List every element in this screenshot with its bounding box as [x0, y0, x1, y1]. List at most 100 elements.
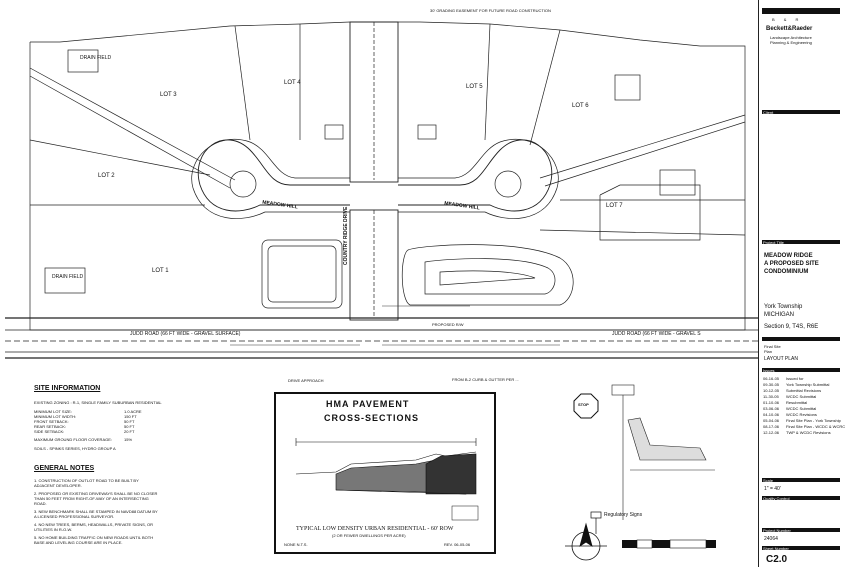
drive-approach-label: DRIVE APPROACH [288, 378, 324, 383]
title-block-bar [762, 496, 840, 500]
title-block-bar [762, 337, 840, 341]
detention-area-east [401, 244, 574, 306]
general-note-line: BASE AND LEVELING COURSE ARE IN PLACE. [34, 540, 123, 545]
drain-field-lot1 [44, 267, 86, 294]
title-block-bar [762, 8, 840, 14]
site-info-row-value: 50 FT [124, 419, 135, 424]
project-title-2: A PROPOSED SITE [764, 261, 819, 267]
detention-area-west [261, 239, 343, 309]
general-notes-heading: GENERAL NOTES [34, 465, 95, 472]
firm-logo-letters: B & R [772, 17, 803, 22]
issue-date: 03-06-06 [763, 406, 780, 411]
sheet-number-label: Sheet Number [763, 546, 789, 551]
regulatory-signs-label: Regulatory Signs [604, 512, 643, 518]
site-info-row-value: 150 FT [124, 414, 137, 419]
detail-rev-note: REV. 06-05-06 [444, 542, 471, 547]
drain-field-label-lot1: DRAIN FIELD [52, 274, 84, 280]
project-title-3: CONDOMINIUM [764, 269, 809, 275]
pavement-section-drawing [295, 438, 479, 521]
general-note-line: 4. NO NEW TREES, BERMS, HEADWALLS, PRIVA… [34, 522, 153, 527]
issue-desc: Issued for [786, 376, 804, 381]
lot-7-label: LOT 7 [606, 203, 623, 209]
drain-field-lot3 [67, 49, 99, 73]
sheet-number: C2.0 [766, 554, 788, 565]
site-info-row-value: 1.0 ACRE [124, 409, 142, 414]
sheet-desc-3: LAYOUT PLAN [764, 356, 798, 362]
site-info-row-key: SIDE SETBACK: [34, 429, 65, 434]
issue-desc: WCDC Submittal [786, 394, 817, 399]
meadow-hill-loop-west [197, 139, 350, 212]
title-block-bar [762, 528, 840, 532]
property-boundary [29, 21, 746, 331]
curb-detail [611, 384, 715, 520]
issue-desc: Final Site Plan - WCDC & WCRC [786, 424, 846, 429]
general-note-line: ROAD. [34, 501, 47, 506]
lot-3-label: LOT 3 [160, 92, 177, 98]
meadow-hill-loop-east [398, 139, 553, 212]
issue-desc: TWP & WCDC Revisions [786, 430, 831, 435]
issue-desc: Submittal Revisions [786, 388, 822, 393]
judd-road-label-east: JUDD ROAD (66 FT WIDE - GRAVEL S [612, 331, 701, 337]
firm-name: Beckett&Raeder [766, 26, 813, 32]
project-location-1: York Township [764, 304, 803, 310]
issue-desc: Resubmittal [786, 400, 808, 405]
issues-label: Issues [763, 368, 775, 373]
general-note-line: 2. PROPOSED OR EXISTING DRIVEWAYS SHALL … [34, 491, 158, 496]
project-location-2: MICHIGAN [764, 312, 794, 318]
sheet-desc-1: Final Site [764, 344, 781, 349]
issue-date: 06-16-05 [763, 376, 780, 381]
site-info-coverage-key: MAXIMUM GROUND FLOOR COVERAGE: [34, 437, 113, 442]
issue-desc: York Township Submittal [786, 382, 830, 387]
lot-1-label: LOT 1 [152, 268, 169, 274]
general-note-line: 5. NO HOME BUILDING TRAFFIC ON NEW ROADS… [34, 535, 154, 540]
general-note-line: THAN 50 FEET FROM RIGHT-OF-WAY OF AN INT… [34, 496, 149, 501]
detail-caption: TYPICAL LOW DENSITY URBAN RESIDENTIAL - … [296, 526, 454, 532]
issue-desc: WCDC Revisions [786, 412, 817, 417]
country-ridge-drive-label: COUNTRY RIDGE DRIVE [343, 206, 349, 265]
lot-6-label: LOT 6 [572, 103, 589, 109]
site-info-zoning: EXISTING ZONING : R-1, SINGLE FAMILY SUB… [34, 400, 162, 405]
general-note-line: 1. CONSTRUCTION OF OUTLOT ROAD TO BE BUI… [34, 478, 139, 483]
pavement-detail-box: HMA PAVEMENT CROSS-SECTIONS TYPICAL LOW … [274, 392, 496, 554]
easement-note: 30' GRADING EASEMENT FOR FUTURE ROAD CON… [430, 8, 551, 13]
quality-control-label: Quality Control [763, 496, 790, 501]
issue-date: 12-12-06 [763, 430, 780, 435]
project-section: Section 9, T4S, R6E [764, 324, 819, 330]
site-info-row-key: MINIMUM LOT SIZE: [34, 409, 72, 414]
issue-date: 01-10-06 [763, 400, 780, 405]
sheet-desc-2: Plan [764, 349, 773, 354]
title-block-bar [762, 368, 840, 372]
site-info-row-key: REAR SETBACK: [34, 424, 67, 429]
issue-date: 09-30-05 [763, 382, 780, 387]
general-note-line: 3. NEW BENCHMARK SHALL BE STAMPED IN NAV… [34, 509, 158, 514]
issue-date: 08-17-06 [763, 424, 780, 429]
curb-note-label: FROM B-2 CURB & GUTTER PER ... [452, 377, 519, 382]
north-arrow-icon [565, 522, 607, 561]
firm-tagline-1: Landscape Architecture [770, 35, 812, 40]
title-block [758, 0, 848, 567]
lot-5-label: LOT 5 [466, 84, 483, 90]
issue-date: 11-30-05 [763, 394, 779, 399]
site-info-row-key: FRONT SETBACK: [34, 419, 69, 424]
firm-tagline-2: Planning & Engineering [770, 40, 812, 45]
drain-field-label-lot3: DRAIN FIELD [80, 55, 112, 61]
detail-scale-note: NONE N.T.S. [284, 542, 308, 547]
issue-date: 05-04-06 [763, 418, 780, 423]
project-title-1: MEADOW RIDGE [764, 253, 813, 259]
lot-2-label: LOT 2 [98, 173, 115, 179]
project-number-label: Project Number [763, 528, 791, 533]
scale-value: 1" = 40' [764, 486, 781, 492]
proposed-row-label: PROPOSED R/W [432, 322, 464, 327]
issue-desc: WCDC Submittal [786, 406, 817, 411]
site-info-row-value: 20 FT [124, 429, 135, 434]
general-note-line: A LICENSED PROFESSIONAL SURVEYOR. [34, 514, 115, 519]
stop-sign-text: STOP [578, 402, 589, 407]
site-info-row-key: MINIMUM LOT WIDTH: [34, 414, 77, 419]
site-info-row-value: 50 FT [124, 424, 135, 429]
site-info-coverage-value: 15% [124, 437, 133, 442]
title-block-bar [762, 478, 840, 482]
project-number: 24064 [764, 536, 778, 542]
issue-date: 10-12-05 [763, 388, 780, 393]
diagonal-line-west [29, 67, 236, 181]
